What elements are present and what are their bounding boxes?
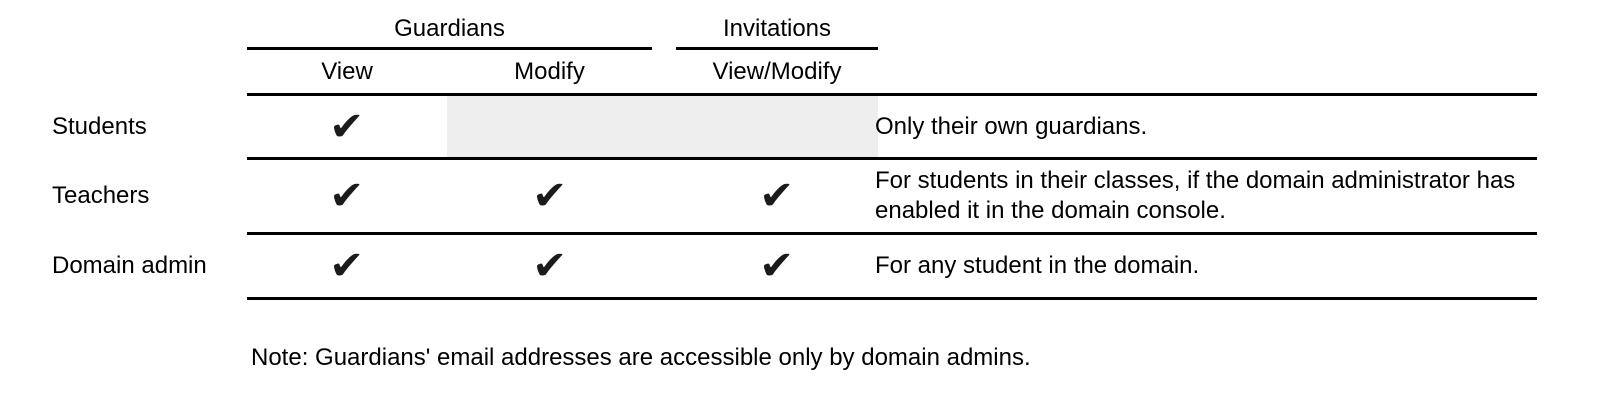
row-note-domain-admin: For any student in the domain. xyxy=(875,252,1200,279)
footnote: Note: Guardians' email addresses are acc… xyxy=(251,344,1031,371)
table-rule-after-students xyxy=(247,157,1537,160)
teachers-view-cell: ✔ xyxy=(247,160,447,232)
column-group-guardians: Guardians xyxy=(394,15,505,42)
domain-admin-modify-cell: ✔ xyxy=(447,235,652,297)
table-rule-after-teachers xyxy=(247,232,1537,235)
row-note-students: Only their own guardians. xyxy=(875,112,1148,140)
column-header-view: View xyxy=(321,58,373,85)
column-header-view-modify: View/Modify xyxy=(712,58,842,85)
table-rule-header xyxy=(247,93,1537,96)
invitations-underline xyxy=(676,47,878,50)
table-rule-bottom xyxy=(247,297,1537,300)
teachers-modify-cell: ✔ xyxy=(447,160,652,232)
guardians-underline xyxy=(247,47,652,50)
row-label-teachers: Teachers xyxy=(52,182,150,209)
row-label-students: Students xyxy=(52,112,147,140)
teachers-view-modify-cell: ✔ xyxy=(676,160,878,232)
column-header-modify: Modify xyxy=(514,58,585,85)
disabled-cells-region xyxy=(447,96,878,157)
check-icon: ✔ xyxy=(329,173,365,219)
column-group-invitations: Invitations xyxy=(722,15,832,42)
domain-admin-view-cell: ✔ xyxy=(247,235,447,297)
students-view-cell: ✔ xyxy=(247,96,447,157)
domain-admin-view-modify-cell: ✔ xyxy=(676,235,878,297)
check-icon: ✔ xyxy=(759,243,795,289)
row-label-domain-admin: Domain admin xyxy=(52,252,207,279)
check-icon: ✔ xyxy=(531,173,568,219)
check-icon: ✔ xyxy=(759,173,795,219)
check-icon: ✔ xyxy=(531,243,568,289)
check-icon: ✔ xyxy=(329,243,365,289)
row-note-teachers: For students in their classes, if the do… xyxy=(875,167,1516,224)
check-icon: ✔ xyxy=(329,103,365,150)
